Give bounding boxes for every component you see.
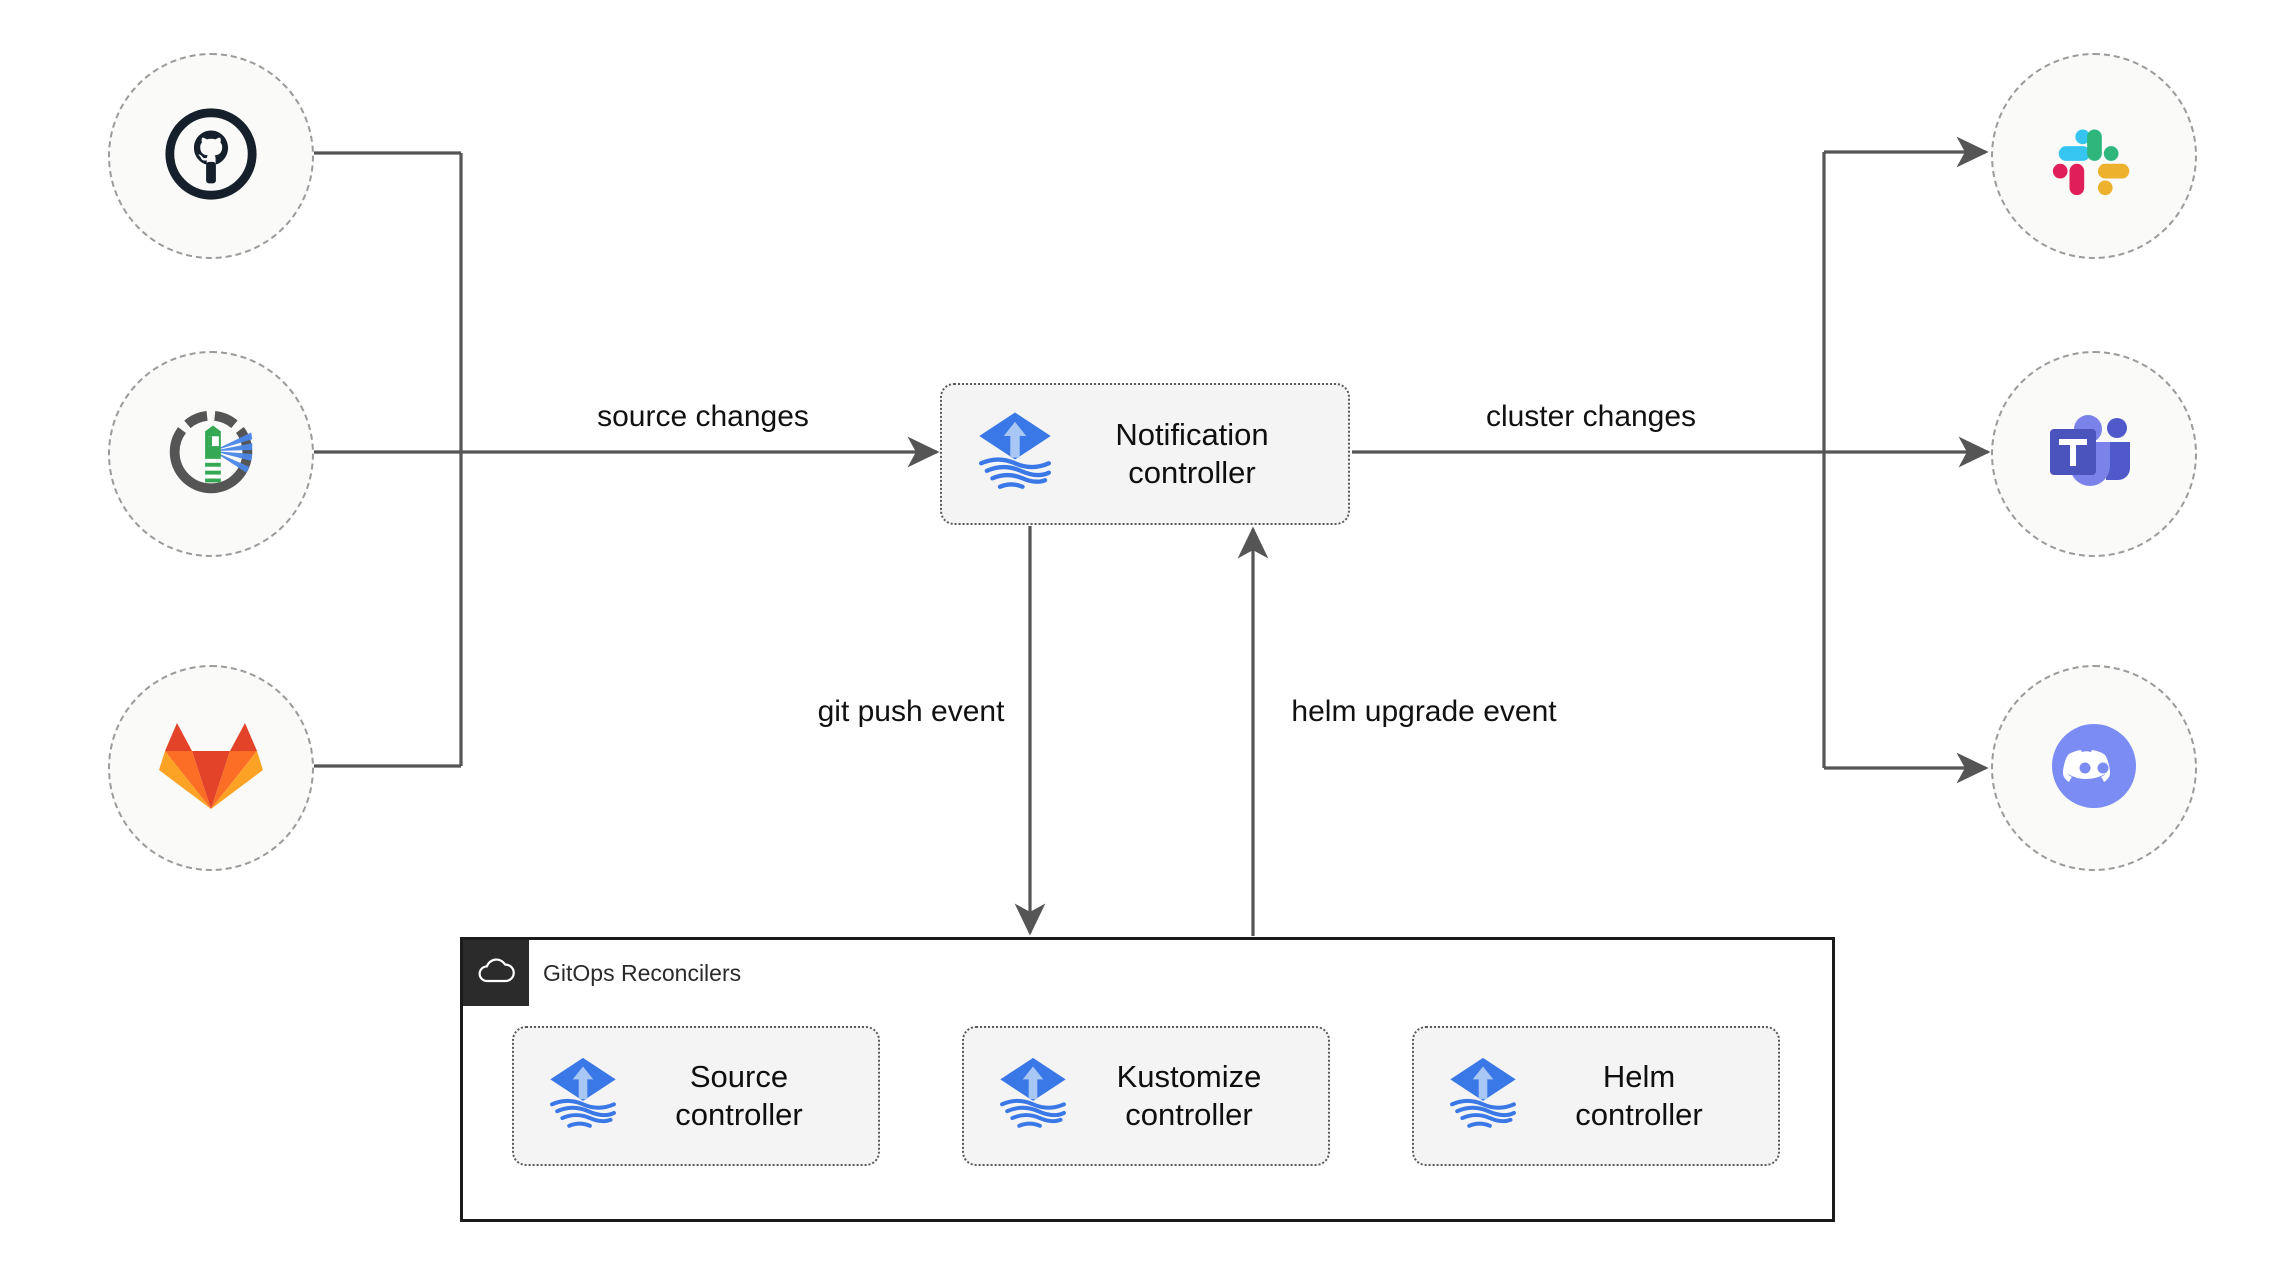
source-node-github[interactable] <box>108 53 314 259</box>
sink-node-discord[interactable] <box>1991 665 2197 871</box>
source-controller-card[interactable]: Source controller <box>512 1026 880 1166</box>
helm-controller-card[interactable]: Helm controller <box>1412 1026 1780 1166</box>
gitlab-icon <box>159 717 263 820</box>
edge-label-source-changes: source changes <box>597 400 809 433</box>
flux-logo-icon <box>968 405 1062 504</box>
slack-icon <box>2045 105 2143 208</box>
discord-icon <box>2044 716 2144 821</box>
cloud-icon <box>476 957 516 990</box>
group-title: GitOps Reconcilers <box>543 959 742 986</box>
lighthouse-icon <box>157 398 265 511</box>
group-tab <box>463 940 529 1006</box>
source-controller-label: Source controller <box>675 1059 803 1132</box>
source-node-flux-lighthouse[interactable] <box>108 351 314 557</box>
sink-node-slack[interactable] <box>1991 53 2197 259</box>
flux-logo-icon <box>540 1051 626 1142</box>
kustomize-controller-card[interactable]: Kustomize controller <box>962 1026 1330 1166</box>
edge-label-git-push-event: git push event <box>817 695 1005 728</box>
flux-logo-icon <box>990 1051 1076 1142</box>
source-node-gitlab[interactable] <box>108 665 314 871</box>
notification-controller-label: Notification controller <box>1115 417 1269 490</box>
edge-label-cluster-changes: cluster changes <box>1485 400 1697 433</box>
kustomize-controller-label: Kustomize controller <box>1116 1059 1262 1132</box>
flux-logo-icon <box>1440 1051 1526 1142</box>
edge-label-helm-upgrade-event: helm upgrade event <box>1291 695 1557 728</box>
sink-node-teams[interactable] <box>1991 351 2197 557</box>
teams-icon <box>2044 406 2144 503</box>
github-icon <box>162 105 260 208</box>
helm-controller-label: Helm controller <box>1575 1059 1703 1132</box>
notification-controller-card[interactable]: Notification controller <box>940 383 1350 525</box>
